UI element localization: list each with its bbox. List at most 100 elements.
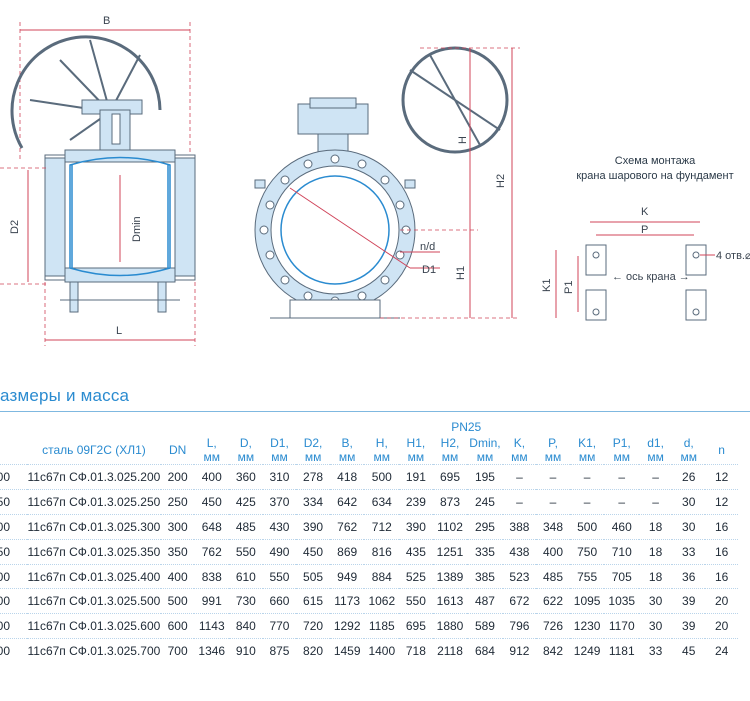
table-cell: – xyxy=(639,488,673,515)
table-cell: 388 xyxy=(502,513,537,540)
table-cell: 762 xyxy=(194,538,230,565)
table-cell: 500 xyxy=(364,464,400,490)
table-cell: 1062 xyxy=(364,588,400,614)
table-cell: 11с67п СФ.01.3.025.200 xyxy=(27,464,161,490)
table-cell: 24 xyxy=(705,638,738,664)
table-cell: – xyxy=(569,464,605,490)
col-header: n xyxy=(718,443,725,457)
table-cell: 634 xyxy=(364,488,400,515)
table-cell: 672 xyxy=(502,588,537,614)
col-header: B,мм xyxy=(338,436,356,464)
table-cell: 550 xyxy=(399,588,433,614)
table-cell: – xyxy=(604,488,640,515)
table-cell: 30 xyxy=(639,588,673,614)
col-header: K1,мм xyxy=(578,436,597,464)
table-row: 50011с67п СФ.01.3.025.500500991730660615… xyxy=(0,588,738,614)
col-header: Dmin,мм xyxy=(469,436,501,464)
table-cell: 884 xyxy=(364,563,400,589)
table-cell: 33 xyxy=(672,538,706,565)
table-cell: 460 xyxy=(604,513,640,540)
holes-label: 4 отв.⌀ xyxy=(716,250,750,262)
table-cell: 195 xyxy=(467,464,503,490)
table-cell: 589 xyxy=(467,613,503,639)
table-cell: 16 xyxy=(705,563,738,589)
dim-l-label: L xyxy=(116,325,122,337)
dim-p-label: P xyxy=(641,224,648,236)
table-cell: 295 xyxy=(467,513,503,540)
col-header: P1,мм xyxy=(612,436,631,464)
table-cell: 500 xyxy=(0,588,28,614)
table-cell: 695 xyxy=(399,613,433,639)
table-cell: 840 xyxy=(229,613,263,639)
table-cell: 1346 xyxy=(194,638,230,664)
table-cell: 30 xyxy=(639,613,673,639)
table-cell: 485 xyxy=(229,513,263,540)
col-header: D,мм xyxy=(237,436,255,464)
table-cell: 11с67п СФ.01.3.025.300 xyxy=(27,513,161,540)
table-cell: 18 xyxy=(639,538,673,565)
table-cell: 600 xyxy=(0,613,28,639)
dim-k-label: K xyxy=(641,206,649,218)
col-header: L,мм xyxy=(203,436,220,464)
axis-label: ← ось крана → xyxy=(612,271,690,283)
table-cell: 710 xyxy=(604,538,640,565)
col-header: D2,мм xyxy=(303,436,323,464)
col-header: P,мм xyxy=(544,436,562,464)
col-header: K,мм xyxy=(511,436,528,464)
table-cell: 200 xyxy=(160,464,195,490)
table-cell: 400 xyxy=(194,464,230,490)
table-cell: 400 xyxy=(160,563,195,589)
dim-h-label: H xyxy=(457,136,469,144)
table-cell: 712 xyxy=(364,513,400,540)
table-cell: 385 xyxy=(467,563,503,589)
table-cell: 400 xyxy=(0,563,28,589)
table-cell: 642 xyxy=(329,488,365,515)
table-cell: 523 xyxy=(502,563,537,589)
table-cell: 949 xyxy=(329,563,365,589)
table-cell: 490 xyxy=(262,538,297,565)
dim-h1-label: H1 xyxy=(455,266,467,280)
table-cell: 11с67п СФ.01.3.025.250 xyxy=(27,488,161,515)
table-cell: 720 xyxy=(296,613,330,639)
table-cell: 762 xyxy=(329,513,365,540)
dn-header: DN xyxy=(168,443,187,457)
table-cell: 310 xyxy=(262,464,297,490)
table-header-row: сталь 09Г2С (ХЛ1) DN L,мм D,мм D1,мм D2,… xyxy=(0,436,738,465)
table-cell: 239 xyxy=(399,488,433,515)
table-row: 35011с67п СФ.01.3.025.350350762550490450… xyxy=(0,538,738,565)
table-cell: 348 xyxy=(536,513,570,540)
table-cell: 705 xyxy=(604,563,640,589)
foundation-scheme-title: Схема монтажа крана шарового на фундамен… xyxy=(576,155,734,182)
table-cell: 300 xyxy=(0,513,28,540)
table-cell: 695 xyxy=(432,464,468,490)
steel-header: сталь 09Г2С (ХЛ1) xyxy=(42,443,146,457)
col-header: H1,мм xyxy=(406,436,426,464)
table-cell: 487 xyxy=(467,588,503,614)
dim-k1-label: K1 xyxy=(541,279,553,292)
col-header: H2,мм xyxy=(440,436,460,464)
table-cell: 335 xyxy=(467,538,503,565)
table-cell: 1400 xyxy=(364,638,400,664)
table-cell: 400 xyxy=(536,538,570,565)
table-cell: – xyxy=(639,464,673,490)
table-cell: 1170 xyxy=(604,613,640,639)
table-cell: 600 xyxy=(160,613,195,639)
foundation-scheme: K P ← ось крана → 4 отв.⌀ K1 P1 xyxy=(541,206,750,321)
table-cell: 1251 xyxy=(432,538,468,565)
table-cell: 910 xyxy=(229,638,263,664)
table-cell: 450 xyxy=(296,538,330,565)
table-cell: 1292 xyxy=(329,613,365,639)
table-cell: 370 xyxy=(262,488,297,515)
table-cell: 11с67п СФ.01.3.025.600 xyxy=(27,613,161,639)
table-cell: 1143 xyxy=(194,613,230,639)
table-cell: – xyxy=(536,464,570,490)
table-cell: – xyxy=(536,488,570,515)
dim-dmin-label: Dmin xyxy=(131,216,143,242)
table-cell: 912 xyxy=(502,638,537,664)
col-header: d1,мм xyxy=(647,436,664,464)
table-cell: 11с67п СФ.01.3.025.400 xyxy=(27,563,161,589)
